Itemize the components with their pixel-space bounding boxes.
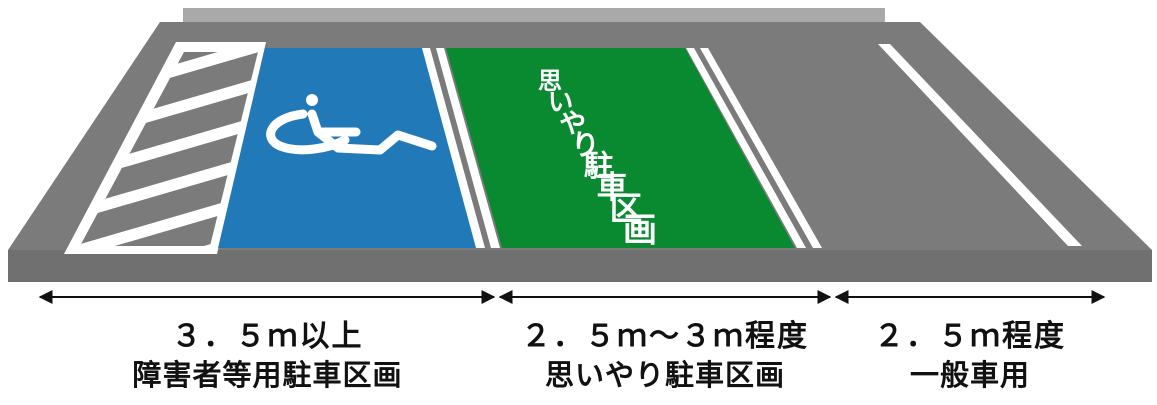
consideration-bay [446, 48, 795, 248]
lane-line [422, 48, 485, 248]
accessible-space-dimension: ３．５ｍ以上 [171, 319, 364, 354]
consideration-space-marking: 思いやり駐車区画 [538, 67, 657, 251]
consideration-parking-space: 思いやり駐車区画 [446, 48, 795, 251]
consideration-space-name: 思いやり駐車区画 [544, 358, 785, 392]
marking-character: い [548, 86, 573, 116]
accessible-parking-space [64, 42, 478, 254]
general-space-dimension: ２．５ｍ程度 [874, 319, 1066, 354]
lane-line [878, 44, 1082, 246]
lane-line [436, 48, 500, 248]
marking-character: 駐 [584, 149, 614, 184]
marking-character: 思 [538, 67, 562, 95]
marking-character: 区 [610, 190, 643, 228]
general-space-label: ２．５ｍ程度 一般車用 [835, 318, 1105, 394]
wheelchair-icon [266, 94, 437, 155]
lane-line [700, 48, 822, 248]
lane-line [686, 48, 806, 248]
consideration-space-dimension: ２．５ｍ～３ｍ程度 [521, 319, 809, 354]
parking-lot-front-edge [8, 250, 1152, 282]
general-space-name: 一般車用 [909, 358, 1030, 392]
marking-character: 画 [623, 211, 657, 251]
marking-character: り [571, 128, 599, 161]
accessible-space-name: 障害者等用駐車区画 [132, 358, 403, 392]
accessible-space-label: ３．５ｍ以上 障害者等用駐車区画 [40, 318, 495, 394]
marking-character: や [559, 108, 586, 139]
curb [183, 8, 885, 26]
marking-character: 車 [597, 170, 628, 206]
consideration-space-label: ２．５ｍ～３ｍ程度 思いやり駐車区画 [495, 318, 835, 394]
